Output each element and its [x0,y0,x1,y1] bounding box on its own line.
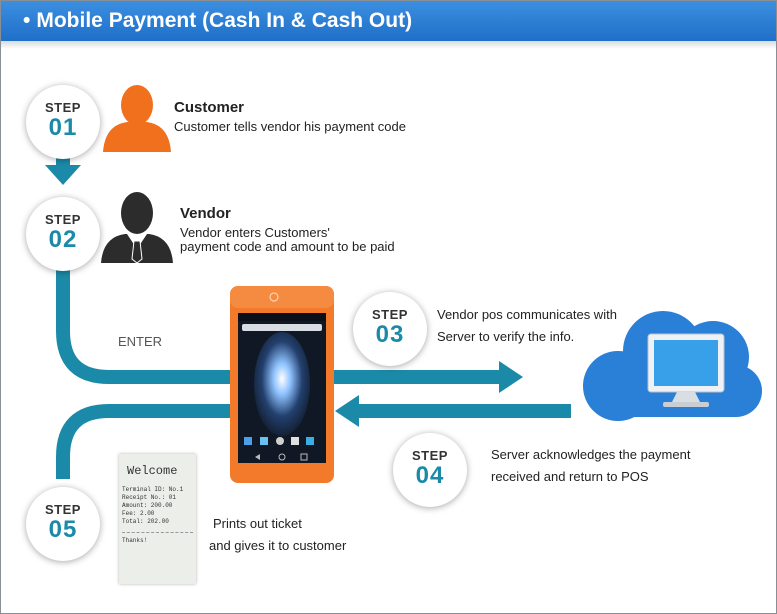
receipt-ticket: Welcome Terminal ID: No.1 Receipt No.: 0… [119,454,196,584]
receipt-heading: Welcome [127,464,178,478]
flow-line-enter [56,261,233,384]
step-05-line-2: and gives it to customer [209,538,347,553]
step-04-badge: STEP 04 [393,433,467,507]
arrow-left-icon [335,395,359,427]
step-label: STEP [45,502,81,517]
receipt-line: Amount: 200.00 [122,502,173,509]
step-01-badge: STEP 01 [26,85,100,159]
step-number: 04 [415,462,445,489]
receipt-line: Receipt No.: 01 [122,494,177,501]
step-02-badge: STEP 02 [26,197,100,271]
step-03-line-2: Server to verify the info. [437,329,575,344]
step-04-line-1: Server acknowledges the payment [491,447,691,462]
step-02-line-1: Vendor enters Customers' [180,225,330,240]
step-02-line-2: payment code and amount to be paid [180,239,395,254]
vendor-icon [101,192,173,264]
customer-icon [103,85,171,152]
cloud-server-icon [583,311,762,421]
step-02-title: Vendor [180,205,231,222]
step-01-text: Customer Customer tells vendor his payme… [174,98,406,136]
step-number: 01 [48,114,78,141]
step-03-badge: STEP 03 [353,292,427,366]
page-title: Mobile Payment (Cash In & Cash Out) [36,9,413,32]
step-label: STEP [45,100,81,115]
step-05-line-1: Prints out ticket [213,516,302,531]
flow-line-print [56,404,233,479]
step-04-line-2: received and return to POS [491,469,649,484]
step-03-text: Vendor pos communicates with Server to v… [437,304,617,348]
receipt-line: Thanks! [122,537,148,544]
step-04-text: Server acknowledges the payment received… [491,444,690,488]
step-01-title: Customer [174,99,245,116]
arrow-right-icon [499,361,523,393]
step-02-text: Vendor Vendor enters Customers' payment … [180,204,395,256]
step-number: 03 [375,321,405,348]
pos-terminal-icon [230,286,334,483]
step-label: STEP [412,448,448,463]
receipt-line: Fee: 2.00 [122,510,155,517]
step-05-text: Prints out ticket and gives it to custom… [209,513,346,557]
step-number: 05 [48,516,78,543]
enter-label: ENTER [118,334,163,349]
step-label: STEP [45,212,81,227]
header-bullet: • [23,9,31,32]
header-shadow [1,41,776,49]
arrow-down-icon [45,165,81,185]
step-label: STEP [372,307,408,322]
receipt-line: Total: 202.00 [122,518,169,525]
step-number: 02 [48,226,78,253]
step-01-line: Customer tells vendor his payment code [174,119,406,134]
header-bar: •Mobile Payment (Cash In & Cash Out) [1,1,776,49]
receipt-line: Terminal ID: No.1 [122,486,184,493]
step-03-line-1: Vendor pos communicates with [437,307,617,322]
step-05-badge: STEP 05 [26,487,100,561]
